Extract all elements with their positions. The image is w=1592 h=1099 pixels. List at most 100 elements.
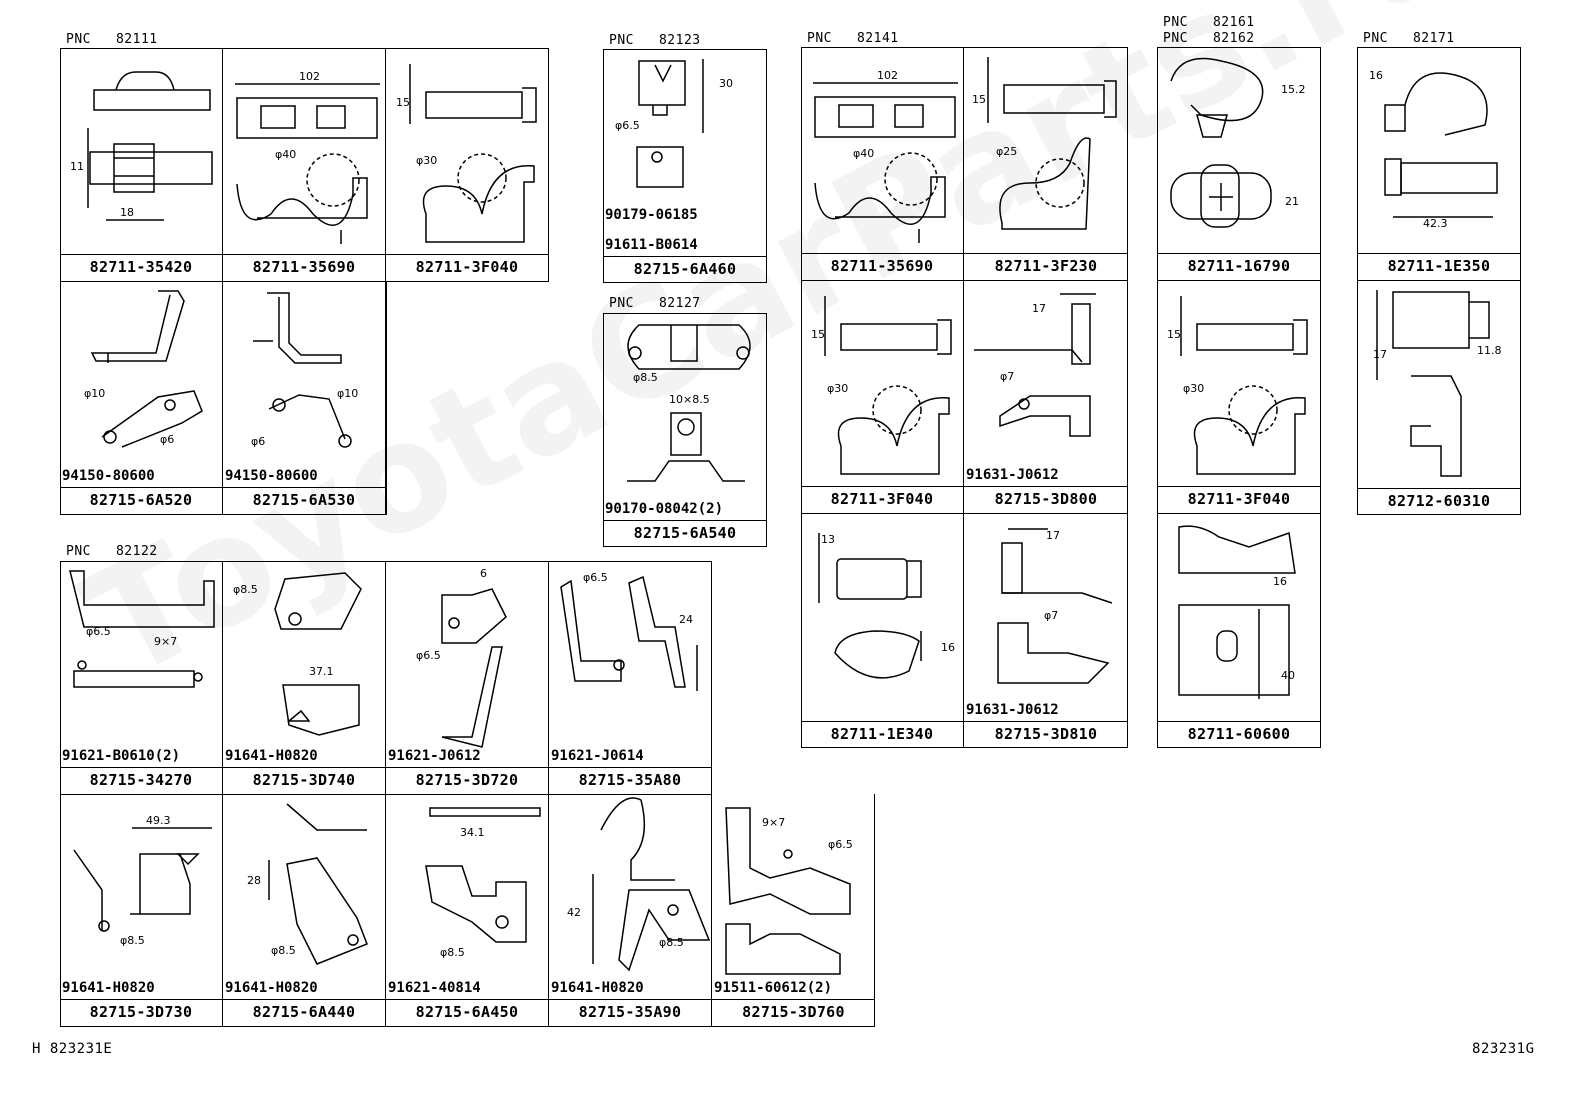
part-number[interactable]: 82715-34270 xyxy=(60,767,222,794)
part-cell[interactable]: 16 40 82711-60600 xyxy=(1157,513,1321,748)
part-cell[interactable]: 17 11.8 82712-60310 xyxy=(1357,280,1521,515)
dimension-label: φ30 xyxy=(416,154,438,167)
sub-part-number[interactable]: 91641-H0820 xyxy=(62,980,155,996)
part-number[interactable]: 82715-6A460 xyxy=(603,256,767,283)
part-cell[interactable]: φ6.5 24 91621-J0614 82715-35A80 xyxy=(549,561,712,795)
sub-part-number[interactable]: 91621-J0612 xyxy=(388,748,481,764)
part-cell[interactable]: 34.1 φ8.5 91621-40814 82715-6A450 xyxy=(386,794,549,1027)
part-cell[interactable]: 42 φ8.5 91641-H0820 82715-35A90 xyxy=(549,794,712,1027)
sub-part-number[interactable]: 90179-06185 xyxy=(605,207,698,223)
part-cell[interactable]: 17 φ7 91631-J0612 82715-3D810 xyxy=(964,513,1128,748)
part-drawing xyxy=(441,588,507,748)
part-number[interactable]: 82711-1E350 xyxy=(1357,253,1521,280)
dimension-label: φ7 xyxy=(1000,370,1015,383)
sub-part-number[interactable]: 91631-J0612 xyxy=(966,467,1059,483)
part-number[interactable]: 82711-35690 xyxy=(223,254,385,281)
part-number[interactable]: 82712-60310 xyxy=(1357,488,1521,515)
part-cell[interactable]: φ6.5 9×7 91621-B0610(2) 82715-34270 xyxy=(60,561,223,795)
part-cell[interactable]: 102 φ40 82711-35690 xyxy=(801,47,964,281)
part-number[interactable]: 82715-6A450 xyxy=(386,999,548,1026)
part-cell[interactable]: 28 φ8.5 91641-H0820 82715-6A440 xyxy=(223,794,386,1027)
part-number[interactable]: 82715-6A530 xyxy=(223,487,385,514)
part-drawing xyxy=(818,533,922,679)
part-cell[interactable]: 15.2 21 82711-16790 xyxy=(1157,47,1321,281)
sub-part-number[interactable]: 91611-B0614 xyxy=(605,237,698,253)
part-drawing xyxy=(1384,72,1498,218)
grid-82127 xyxy=(603,313,767,547)
dimension-label: φ8.5 xyxy=(633,371,658,384)
part-number[interactable]: 82711-35420 xyxy=(60,254,222,281)
part-drawing xyxy=(87,71,213,221)
part-number[interactable]: 82715-6A440 xyxy=(223,999,385,1026)
part-cell[interactable]: 15 φ30 82711-3F040 xyxy=(1157,280,1321,514)
part-number[interactable]: 82711-3F040 xyxy=(386,254,548,281)
sub-part-number[interactable]: 94150-80600 xyxy=(225,468,318,484)
part-cell[interactable]: 49.3 φ8.5 91641-H0820 82715-3D730 xyxy=(60,794,223,1027)
dimension-label: 16 xyxy=(1273,575,1287,588)
dimension-label: φ40 xyxy=(275,148,297,161)
part-cell[interactable]: 16 42.3 82711-1E350 xyxy=(1357,47,1521,281)
dimension-label: 16 xyxy=(941,641,955,654)
part-number[interactable]: 82715-35A80 xyxy=(549,767,711,794)
sub-part-number[interactable]: 91641-H0820 xyxy=(225,748,318,764)
part-number[interactable]: 82715-35A90 xyxy=(549,999,711,1026)
sub-part-number[interactable]: 91621-40814 xyxy=(388,980,481,996)
part-cell[interactable]: 6 φ6.5 91621-J0612 82715-3D720 xyxy=(386,561,549,795)
part-number[interactable]: 82711-1E340 xyxy=(801,721,963,748)
part-cell[interactable]: 11 18 82711-35420 xyxy=(60,48,223,282)
part-number[interactable]: 82715-3D730 xyxy=(60,999,222,1026)
dimension-label: 40 xyxy=(1281,669,1295,682)
dimension-label: φ10 xyxy=(337,387,359,400)
dimension-label: φ8.5 xyxy=(271,944,296,957)
part-drawing xyxy=(813,82,958,243)
part-cell[interactable]: φ8.5 10×8.5 90170-08042(2) 82715-6A540 xyxy=(603,313,767,547)
sub-part-number[interactable]: 91641-H0820 xyxy=(551,980,644,996)
dimension-label: φ25 xyxy=(996,145,1018,158)
part-cell[interactable]: 13 16 82711-1E340 xyxy=(801,513,964,748)
dimension-label: 15.2 xyxy=(1281,83,1306,96)
sub-part-number[interactable]: 91631-J0612 xyxy=(966,702,1059,718)
part-cell[interactable]: 30 φ6.5 90179-06185 91611-B0614 82715-6A… xyxy=(603,49,767,283)
part-cell[interactable]: 102 φ40 82711-35690 xyxy=(223,48,386,282)
part-cell[interactable]: 15 φ30 82711-3F040 xyxy=(386,48,549,282)
part-cell[interactable]: 15 φ25 82711-3F230 xyxy=(964,47,1128,281)
part-number[interactable]: 82715-3D740 xyxy=(223,767,385,794)
part-number[interactable]: 82711-16790 xyxy=(1157,253,1321,280)
part-cell[interactable]: 9×7 φ6.5 91511-60612(2) 82715-3D760 xyxy=(712,794,875,1027)
sub-part-number[interactable]: 91621-B0610(2) xyxy=(62,748,181,764)
part-number[interactable]: 82711-3F040 xyxy=(801,486,963,513)
part-number[interactable]: 82715-6A540 xyxy=(603,520,767,547)
part-cell[interactable]: φ10 φ6 94150-80600 82715-6A520 xyxy=(60,281,223,515)
part-cell[interactable]: φ10 φ6 94150-80600 82715-6A530 xyxy=(223,281,386,515)
part-number[interactable]: 82715-6A520 xyxy=(60,487,222,514)
part-cell[interactable]: φ8.5 37.1 91641-H0820 82715-3D740 xyxy=(223,561,386,795)
dimension-label: 34.1 xyxy=(460,826,485,839)
pnc-label-82171: PNC 82171 xyxy=(1363,31,1455,46)
part-number[interactable]: 82711-35690 xyxy=(801,253,963,280)
dimension-label: φ30 xyxy=(827,382,849,395)
grid-82123 xyxy=(603,49,767,283)
pnc-label-82123: PNC 82123 xyxy=(609,33,701,48)
pnc-label-82122: PNC 82122 xyxy=(66,544,158,559)
part-number[interactable]: 82715-3D720 xyxy=(386,767,548,794)
dimension-label: 10×8.5 xyxy=(669,393,710,406)
part-number[interactable]: 82715-3D760 xyxy=(712,999,875,1026)
part-drawing xyxy=(90,290,203,448)
part-number[interactable]: 82711-60600 xyxy=(1157,721,1321,748)
part-drawing xyxy=(627,324,751,482)
pnc-label-82127: PNC 82127 xyxy=(609,296,701,311)
dimension-label: φ8.5 xyxy=(120,934,145,947)
sub-part-number[interactable]: 90170-08042(2) xyxy=(605,501,724,517)
sub-part-number[interactable]: 91621-J0614 xyxy=(551,748,644,764)
dimension-label: 9×7 xyxy=(154,635,178,648)
dimension-label: φ8.5 xyxy=(233,583,258,596)
part-cell[interactable]: 17 φ7 91631-J0612 82715-3D800 xyxy=(964,280,1128,514)
part-number[interactable]: 82711-3F230 xyxy=(964,253,1128,280)
part-cell[interactable]: 15 φ30 82711-3F040 xyxy=(801,280,964,514)
sub-part-number[interactable]: 94150-80600 xyxy=(62,468,155,484)
part-number[interactable]: 82715-3D810 xyxy=(964,721,1128,748)
part-number[interactable]: 82715-3D800 xyxy=(964,486,1128,513)
part-number[interactable]: 82711-3F040 xyxy=(1157,486,1321,513)
sub-part-number[interactable]: 91641-H0820 xyxy=(225,980,318,996)
sub-part-number[interactable]: 91511-60612(2) xyxy=(714,980,833,996)
